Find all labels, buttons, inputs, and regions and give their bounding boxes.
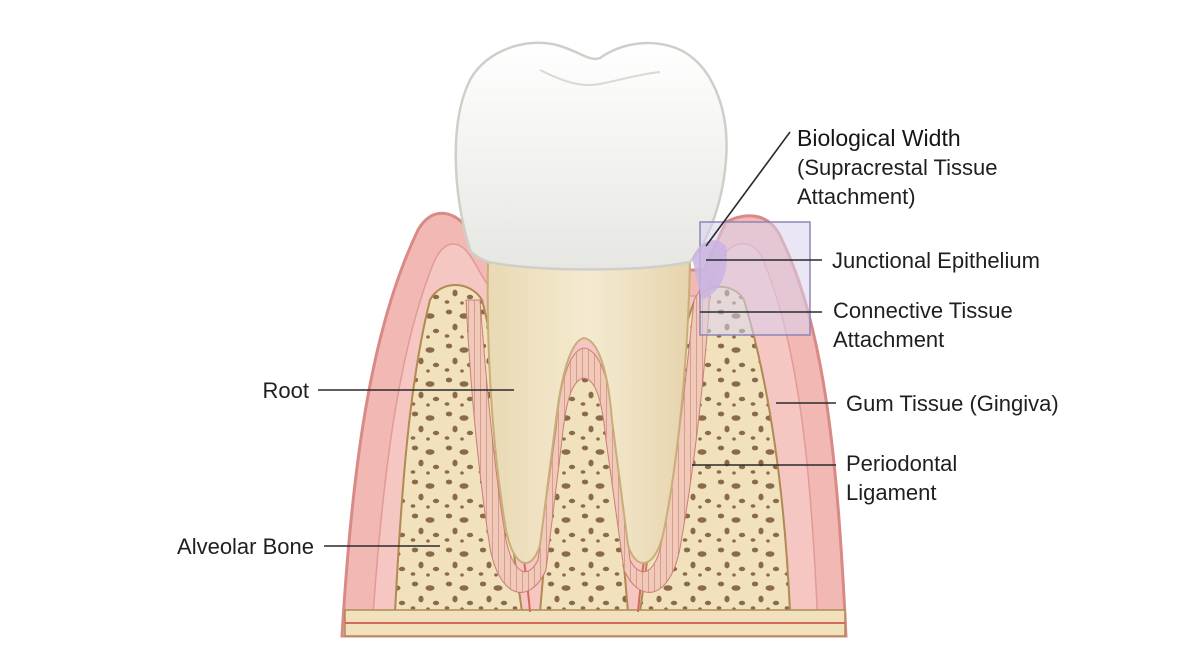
label-biological-width-line2: Attachment) bbox=[797, 184, 916, 209]
leader-biological-width bbox=[705, 131, 791, 247]
label-connective-tissue-line1: Connective Tissue bbox=[833, 298, 1013, 323]
label-alveolar-bone: Alveolar Bone bbox=[177, 534, 314, 559]
label-junctional-epithelium: Junctional Epithelium bbox=[832, 248, 1040, 273]
label-connective-tissue-line2: Attachment bbox=[833, 327, 944, 352]
label-root: Root bbox=[263, 378, 309, 403]
label-biological-width-title: Biological Width bbox=[797, 125, 961, 151]
label-biological-width-line1: (Supracrestal Tissue bbox=[797, 155, 998, 180]
tooth-root-dentin bbox=[486, 261, 692, 564]
label-periodontal-line1: Periodontal bbox=[846, 451, 957, 476]
crown-fissure bbox=[539, 69, 661, 86]
tooth-crown-enamel bbox=[454, 41, 728, 271]
label-gum-tissue: Gum Tissue (Gingiva) bbox=[846, 391, 1059, 416]
junctional-epithelium-zone bbox=[692, 240, 727, 300]
label-periodontal-line2: Ligament bbox=[846, 480, 937, 505]
